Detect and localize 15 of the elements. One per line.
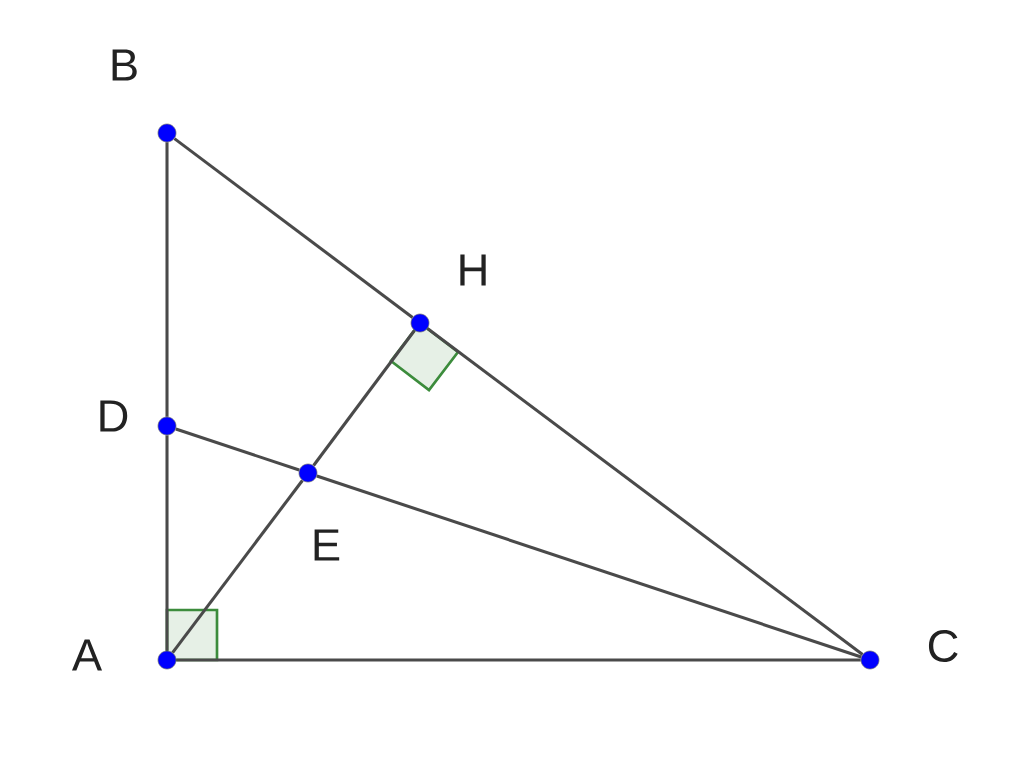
line-segment xyxy=(175,427,300,472)
line-segment xyxy=(316,474,862,659)
line-segment xyxy=(312,329,416,467)
point-label: B xyxy=(112,49,137,81)
line-segment xyxy=(165,435,169,651)
point-label: D xyxy=(100,400,128,432)
line-segment xyxy=(165,142,169,417)
point-label: E xyxy=(314,529,340,561)
point-label: C xyxy=(928,629,958,663)
point-label: H xyxy=(460,254,486,286)
line-segment xyxy=(171,479,304,654)
point-label: A xyxy=(71,639,103,671)
line-segment xyxy=(176,658,861,662)
line-segment xyxy=(173,137,414,319)
line-segment xyxy=(426,327,864,656)
